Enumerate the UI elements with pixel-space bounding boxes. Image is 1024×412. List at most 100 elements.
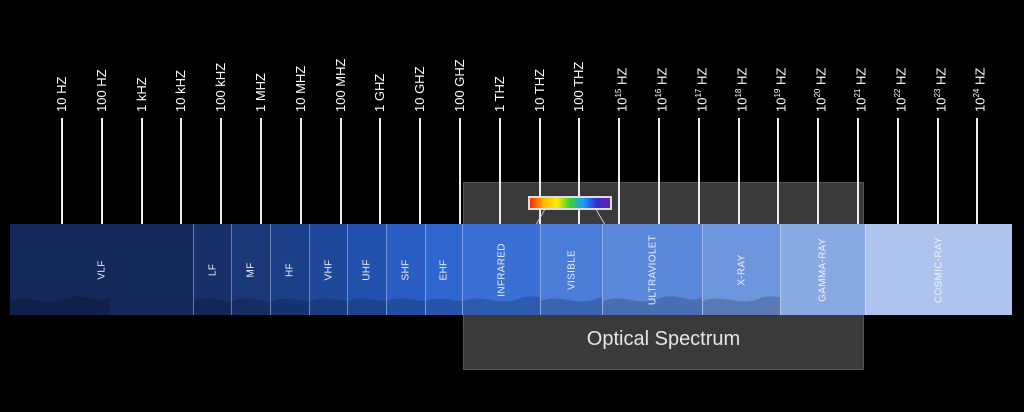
band-label: UHF [361, 258, 373, 281]
frequency-label: 1023 HZ [930, 12, 949, 112]
frequency-label-base: 10 [694, 97, 710, 112]
frequency-label: 100 kHZ [213, 12, 229, 112]
frequency-label-base: 10 MHZ [293, 65, 308, 112]
frequency-label-base: 100 HZ [94, 69, 109, 112]
frequency-label: 100 GHZ [452, 12, 468, 112]
band-label: COSMIC-RAY [933, 236, 945, 303]
frequency-label-base: 1 THZ [492, 76, 507, 112]
frequency-label-base: 10 GHZ [412, 66, 427, 112]
frequency-tick-line [101, 118, 103, 224]
band-hf: HF [270, 224, 309, 315]
frequency-tick-line [976, 118, 978, 224]
band-vhf: VHF [309, 224, 347, 315]
frequency-label-base: 10 THZ [532, 68, 547, 112]
frequency-label-base: 100 kHZ [213, 62, 228, 112]
frequency-tick-line [220, 118, 222, 224]
band-label: VHF [323, 259, 334, 280]
frequency-label-base: 100 MHZ [333, 58, 348, 112]
frequency-label-exponent: 16 [654, 88, 663, 98]
band-label: LF [207, 263, 218, 276]
band-vlf: VLF [10, 224, 193, 315]
frequency-label-unit: HZ [734, 67, 750, 89]
frequency-label: 1024 HZ [969, 12, 988, 112]
visible-light-swatch [528, 196, 612, 210]
band-label: INFRARED [496, 242, 507, 297]
wave-shading [194, 298, 231, 315]
frequency-tick-line [499, 118, 501, 224]
frequency-label: 1019 HZ [770, 12, 789, 112]
frequency-tick-line [777, 118, 779, 224]
frequency-label-exponent: 19 [773, 88, 782, 98]
band-label: VISIBLE [566, 249, 577, 290]
band-label: EHF [438, 259, 450, 280]
frequency-tick-line [61, 118, 63, 224]
frequency-tick-line [340, 118, 342, 224]
frequency-label-exponent: 23 [933, 88, 942, 98]
frequency-label-base: 10 [893, 97, 909, 112]
wave-shading [703, 296, 780, 315]
frequency-label-base: 100 GHZ [452, 59, 467, 112]
wave-shading [310, 298, 347, 315]
band-lf: LF [193, 224, 231, 315]
frequency-tick-line [618, 118, 620, 224]
frequency-tick-line [379, 118, 381, 224]
wave-shading [387, 298, 425, 315]
frequency-label-unit: HZ [853, 67, 869, 89]
frequency-label-base: 1 kHZ [134, 77, 149, 112]
wave-shading [603, 296, 702, 315]
band-label: ULTRAVIOLET [647, 234, 658, 305]
frequency-label: 100 HZ [94, 12, 110, 112]
frequency-label-base: 10 [654, 97, 670, 112]
frequency-tick-line [141, 118, 143, 224]
frequency-label-exponent: 20 [813, 88, 822, 98]
wave-shading [541, 297, 602, 315]
band-infrared: INFRARED [462, 224, 540, 315]
frequency-label-exponent: 22 [893, 88, 902, 98]
frequency-label-base: 10 [773, 97, 789, 112]
frequency-label: 1016 HZ [651, 12, 670, 112]
frequency-label: 1 kHZ [134, 12, 150, 112]
frequency-label: 10 THZ [532, 12, 548, 112]
band-uhf: UHF [347, 224, 386, 315]
band-label: SHF [400, 259, 412, 280]
frequency-label: 10 GHZ [412, 12, 428, 112]
frequency-tick-line [300, 118, 302, 224]
wave-shading [463, 296, 540, 315]
frequency-label-base: 1 MHZ [253, 73, 268, 112]
band-label: MF [245, 261, 257, 278]
band-strip: VLF LF MF HF VHF UHF SHF EHF INFRARED VISIBLE ULTR… [10, 224, 1012, 315]
frequency-label-base: 10 [614, 97, 630, 112]
frequency-label-unit: HZ [694, 67, 710, 89]
band-label: VLF [96, 259, 107, 280]
frequency-label: 1020 HZ [810, 12, 829, 112]
frequency-label: 10 HZ [54, 12, 70, 112]
frequency-label-unit: HZ [773, 67, 789, 89]
frequency-label-unit: HZ [933, 67, 949, 89]
band-label: HF [284, 262, 296, 277]
frequency-label-base: 10 [853, 97, 869, 112]
band-ehf: EHF [425, 224, 462, 315]
frequency-label: 100 MHZ [333, 12, 349, 112]
frequency-tick-line [180, 118, 182, 224]
wave-shading [232, 298, 270, 315]
frequency-label-exponent: 15 [614, 88, 623, 98]
band-x-ray: X-RAY [702, 224, 780, 315]
frequency-label-base: 10 [933, 97, 949, 112]
frequency-label-base: 10 [813, 97, 829, 112]
frequency-label: 1015 HZ [611, 12, 630, 112]
frequency-label-base: 10 kHZ [173, 70, 188, 112]
frequency-label-unit: HZ [654, 67, 670, 89]
frequency-label-base: 10 [972, 97, 988, 112]
frequency-label: 1 THZ [492, 12, 508, 112]
band-shf: SHF [386, 224, 425, 315]
frequency-label: 100 THZ [571, 12, 587, 112]
frequency-label-unit: HZ [614, 67, 630, 89]
frequency-label-exponent: 24 [972, 88, 981, 98]
frequency-label: 10 kHZ [173, 12, 189, 112]
frequency-label: 1 MHZ [253, 12, 269, 112]
frequency-tick-line [817, 118, 819, 224]
frequency-label-unit: HZ [813, 67, 829, 89]
frequency-label-base: 10 HZ [54, 76, 69, 112]
frequency-label: 10 MHZ [293, 12, 309, 112]
frequency-label: 1018 HZ [731, 12, 750, 112]
